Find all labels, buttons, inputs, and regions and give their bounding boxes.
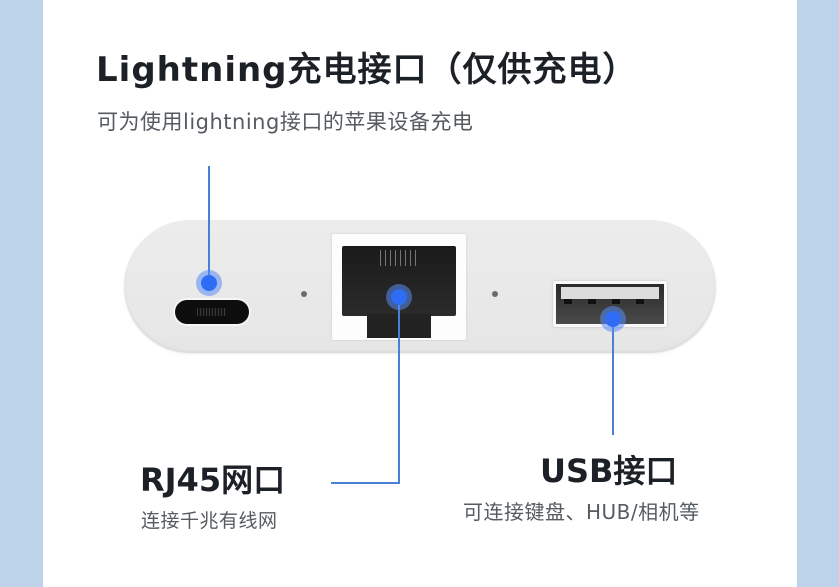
lightning-callout-dot <box>201 275 217 291</box>
usb-label-title: USB接口 <box>540 452 678 490</box>
indicator-led-left <box>301 291 307 297</box>
usb-contacts <box>564 299 654 304</box>
rj45-port-icon <box>332 234 466 340</box>
indicator-led-right <box>492 291 498 297</box>
rj45-callout-dot <box>391 289 407 305</box>
usb-tongue <box>561 287 659 299</box>
rj45-pins <box>380 250 418 266</box>
lightning-description: 可为使用lightning接口的苹果设备充电 <box>97 110 474 134</box>
lightning-heading: Lightning充电接口（仅供充电） <box>96 50 638 90</box>
lightning-callout-line <box>208 166 210 281</box>
rj45-label-subtitle: 连接千兆有线网 <box>141 510 278 532</box>
usb-callout-dot <box>605 311 621 327</box>
rj45-label-title: RJ45网口 <box>140 461 286 499</box>
rj45-socket <box>342 246 456 316</box>
usb-label-subtitle: 可连接键盘、HUB/相机等 <box>463 500 700 524</box>
lightning-pins <box>197 308 227 316</box>
rj45-callout-line-horizontal <box>331 482 400 484</box>
usb-callout-line <box>612 322 614 435</box>
rj45-callout-line-vertical <box>398 300 400 484</box>
lightning-port-icon <box>175 300 249 324</box>
